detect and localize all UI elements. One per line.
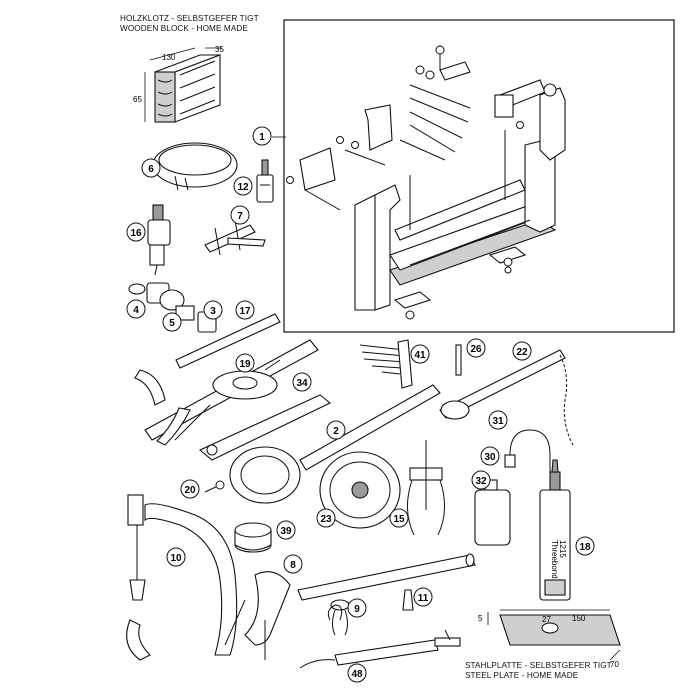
callout-34: 34	[292, 372, 312, 392]
callout-39: 39	[276, 520, 296, 540]
svg-text:3: 3	[210, 306, 216, 317]
svg-text:5: 5	[169, 318, 175, 329]
valve-spring-compressor	[126, 494, 238, 661]
svg-text:19: 19	[239, 359, 251, 370]
callout-31: 31	[488, 410, 508, 430]
svg-text:2: 2	[333, 426, 339, 437]
svg-text:11: 11	[418, 593, 429, 604]
screw-20	[204, 480, 225, 493]
svg-text:48: 48	[351, 669, 363, 680]
callout-23: 23	[316, 508, 336, 528]
callout-48: 48	[347, 663, 367, 683]
svg-text:6: 6	[148, 164, 154, 175]
callout-22: 22	[512, 341, 532, 361]
svg-text:32: 32	[475, 476, 487, 487]
callout-8: 8	[283, 554, 303, 574]
callout-32: 32	[471, 470, 491, 490]
svg-text:16: 16	[130, 228, 142, 239]
callout-4: 4	[126, 299, 146, 319]
callout-15: 15	[389, 508, 409, 528]
svg-text:8: 8	[290, 560, 296, 571]
sleeve-parts	[128, 282, 217, 333]
long-rod	[175, 313, 281, 369]
callout-10: 10	[166, 547, 186, 567]
callout-2: 2	[326, 420, 346, 440]
wooden-block-title-en: WOODEN BLOCK - HOME MADE	[120, 24, 248, 33]
callout-20: 20	[180, 479, 200, 499]
grease-gun	[299, 604, 461, 669]
dim-150: 150	[572, 614, 586, 623]
svg-text:41: 41	[414, 350, 426, 361]
callout-41: 41	[410, 344, 430, 364]
callout-3: 3	[203, 300, 223, 320]
flywheel-tool	[319, 451, 401, 529]
threebond-label: Threebond	[550, 540, 559, 579]
clutch-holder	[229, 384, 441, 504]
dim-35: 35	[215, 45, 224, 54]
mounting-bar	[224, 553, 476, 660]
svg-text:9: 9	[354, 604, 360, 615]
dim-65: 65	[133, 95, 142, 104]
callouts: 1 6 12 16 7 4 5 3 17 19 41 26 22 34 2 31…	[126, 126, 595, 683]
callout-7: 7	[230, 205, 250, 225]
steel-plate	[487, 609, 621, 661]
piston-pin-extractor	[147, 204, 171, 276]
callout-12: 12	[233, 176, 253, 196]
socket-cup	[234, 522, 272, 553]
svg-text:31: 31	[492, 416, 504, 427]
svg-text:18: 18	[579, 542, 591, 553]
svg-text:30: 30	[484, 452, 496, 463]
dim-70: 70	[610, 660, 619, 669]
wooden-block-title-de: HOLZKLOTZ - SELBSTGEFER TIGT	[120, 14, 259, 23]
callout-26: 26	[466, 338, 486, 358]
steel-plate-title-de: STAHLPLATTE - SELBSTGEFER TIGT	[465, 661, 612, 670]
callout-30: 30	[480, 446, 500, 466]
loctite-bottle	[256, 159, 274, 203]
svg-text:22: 22	[516, 347, 528, 358]
engine-stand	[286, 45, 566, 320]
callout-18: 18	[575, 536, 595, 556]
svg-text:7: 7	[237, 211, 243, 222]
puller-bar	[204, 219, 266, 256]
dim-5: 5	[478, 614, 483, 623]
callout-11: 11	[413, 587, 433, 607]
threebond-code: 1215	[558, 540, 567, 558]
svg-text:34: 34	[296, 378, 308, 389]
svg-text:10: 10	[170, 553, 182, 564]
nozzle-11	[402, 589, 414, 611]
oil-canister	[474, 429, 551, 546]
engine-stand-frame	[283, 19, 675, 333]
wooden-block-header: HOLZKLOTZ - SELBSTGEFER TIGT WOODEN BLOC…	[120, 14, 259, 34]
ring-tool	[152, 142, 238, 191]
svg-text:4: 4	[133, 305, 139, 316]
threebond-tube	[539, 459, 571, 601]
svg-text:26: 26	[470, 344, 482, 355]
svg-text:17: 17	[239, 306, 251, 317]
callout-9: 9	[347, 598, 367, 618]
chain-wrench	[439, 349, 574, 446]
svg-text:23: 23	[320, 514, 332, 525]
callout-17: 17	[235, 300, 255, 320]
svg-text:39: 39	[280, 526, 292, 537]
svg-text:12: 12	[237, 182, 249, 193]
svg-text:15: 15	[393, 514, 405, 525]
pin-26	[455, 344, 462, 376]
steel-plate-title-en: STEEL PLATE - HOME MADE	[465, 671, 579, 680]
callout-16: 16	[126, 222, 146, 242]
gear-puller	[407, 440, 445, 536]
wooden-block	[144, 47, 222, 123]
holder-wrench	[134, 339, 319, 446]
flat-bar	[198, 394, 332, 461]
callout-6: 6	[141, 158, 161, 178]
callout-5: 5	[162, 312, 182, 332]
steel-plate-header: STAHLPLATTE - SELBSTGEFER TIGT STEEL PLA…	[465, 661, 612, 681]
svg-text:20: 20	[184, 485, 196, 496]
dim-130: 130	[162, 53, 176, 62]
hex-key-set	[359, 339, 413, 389]
svg-text:1: 1	[259, 132, 265, 143]
callout-19: 19	[235, 353, 255, 373]
callout-1: 1	[252, 126, 272, 146]
dim-27: 27	[542, 615, 551, 624]
